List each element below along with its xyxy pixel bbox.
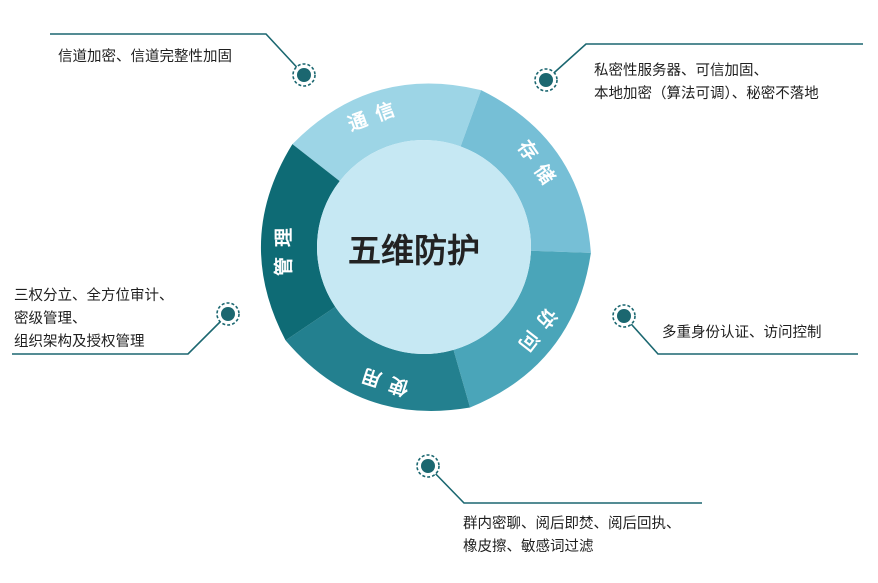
annotation-access: 多重身份认证、访问控制 [662, 322, 822, 345]
segment-audit [260, 144, 340, 341]
connector-usage [416, 454, 702, 504]
annotation-line: 信道加密、信道完整性加固 [58, 49, 232, 65]
annotation-line: 私密性服务器、可信加固、 [594, 63, 768, 79]
annotation-line: 三权分立、全方位审计、 [14, 288, 174, 304]
center-circle [317, 140, 531, 354]
annotation-line: 群内密聊、阅后即焚、阅后回执、 [463, 516, 681, 532]
connector-dot [221, 307, 235, 321]
connector-dot [421, 459, 435, 473]
annotation-line: 多重身份认证、访问控制 [662, 325, 822, 341]
connectors [12, 33, 863, 504]
connector-line [50, 33, 305, 76]
segment-usage [285, 306, 471, 411]
annotation-communication: 信道加密、信道完整性加固 [58, 46, 232, 69]
connector-line [427, 465, 702, 504]
annotation-usage: 群内密聊、阅后即焚、阅后回执、 橡皮擦、敏感词过滤 [463, 513, 681, 559]
connector-dot [297, 68, 311, 82]
annotation-audit: 三权分立、全方位审计、 密级管理、 组织架构及授权管理 [14, 285, 174, 354]
annotation-line: 组织架构及授权管理 [14, 334, 145, 350]
connector-storage [534, 43, 863, 92]
segment-storage [460, 90, 591, 253]
segment-communication [292, 83, 482, 182]
annotation-line: 密级管理、 [14, 311, 87, 327]
connector-audit [12, 302, 240, 355]
connector-line [623, 315, 858, 355]
annotation-storage: 私密性服务器、可信加固、 本地加密（算法可调）、秘密不落地 [594, 60, 819, 106]
segment-label-text: 管理 [272, 218, 295, 276]
connector-line [545, 43, 863, 81]
center-title: 五维防护 [348, 231, 480, 270]
annotation-line: 橡皮擦、敏感词过滤 [463, 539, 594, 555]
connector-communication [50, 33, 316, 87]
connector-access [612, 304, 858, 355]
segment-access [453, 250, 591, 408]
segment-label-audit: 管理 [272, 218, 295, 276]
connector-dot [539, 73, 553, 87]
connector-dot [617, 309, 631, 323]
annotation-line: 本地加密（算法可调）、秘密不落地 [594, 86, 819, 102]
connector-line [12, 313, 229, 355]
ring-segments [260, 83, 591, 411]
